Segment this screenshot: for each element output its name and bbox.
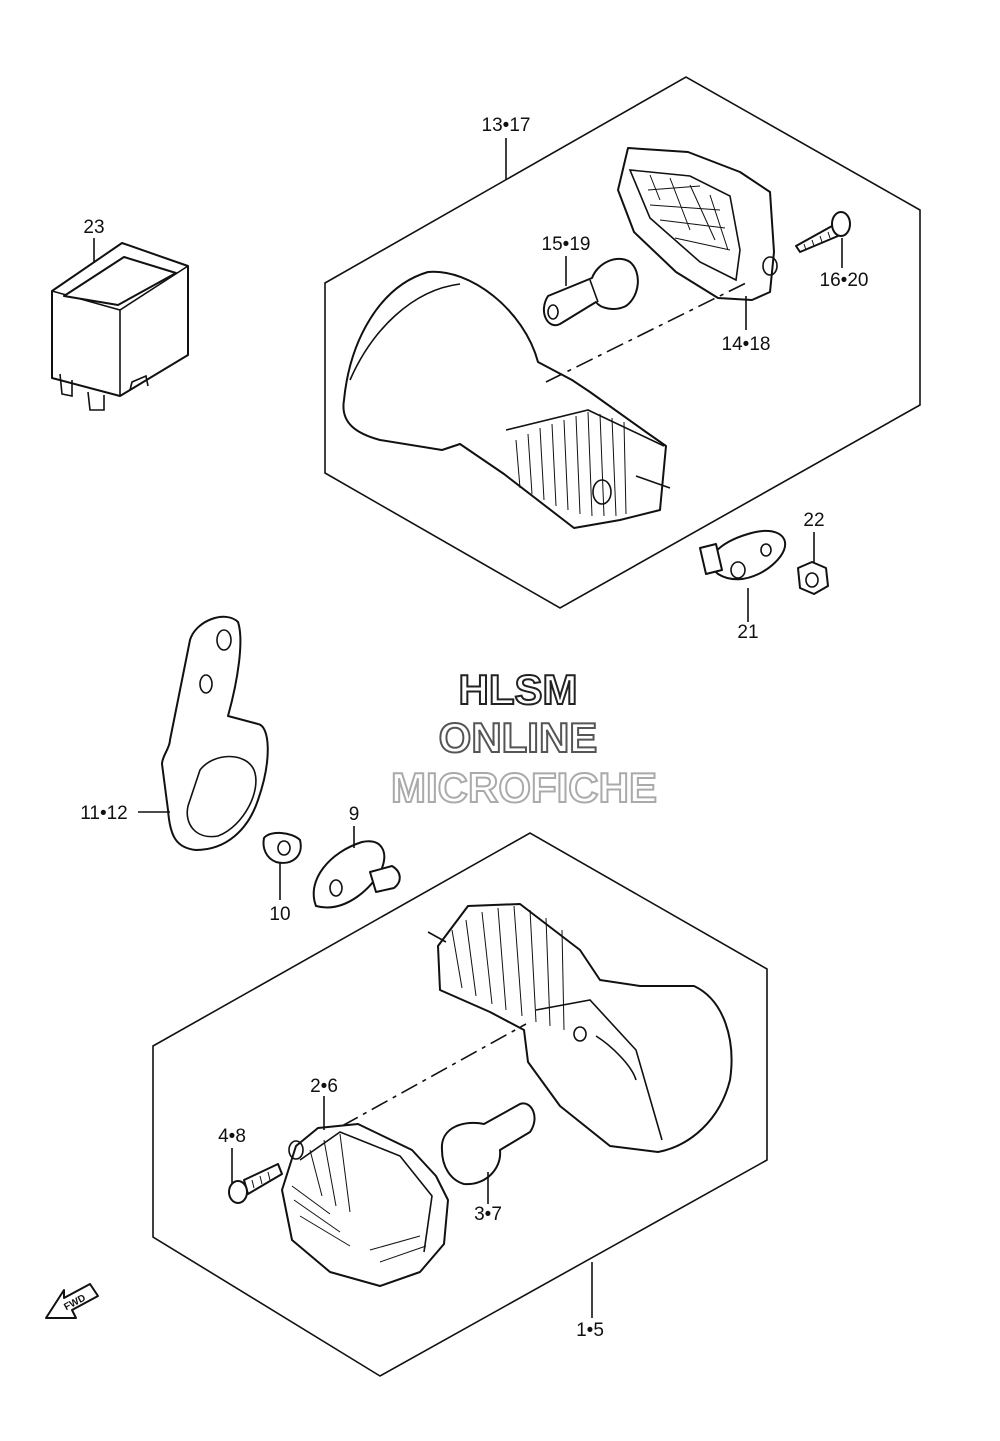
- collar-part-10[interactable]: [262, 832, 302, 864]
- housing-part-top[interactable]: [342, 270, 671, 529]
- watermark-line-2: ONLINE: [439, 714, 598, 761]
- forward-arrow-icon: FWD: [45, 1283, 99, 1319]
- label-22: 22: [803, 510, 824, 531]
- label-13-17: 13•17: [482, 115, 531, 136]
- alignment-line-top: [545, 281, 749, 383]
- assembly-frame-bottom: [152, 832, 768, 1377]
- label-2-6: 2•6: [310, 1076, 338, 1097]
- bulb-part-bottom[interactable]: [440, 1102, 536, 1186]
- housing-part-bottom[interactable]: [427, 903, 733, 1153]
- label-10: 10: [269, 904, 290, 925]
- plate-part-9[interactable]: [312, 840, 401, 909]
- relay-part[interactable]: [51, 242, 189, 411]
- lens-part-top[interactable]: [617, 147, 778, 301]
- screw-part-bottom[interactable]: [228, 1163, 283, 1204]
- screw-part-top[interactable]: [795, 211, 851, 253]
- plate-part-21[interactable]: [699, 529, 787, 581]
- label-15-19: 15•19: [542, 234, 591, 255]
- assembly-frame-top: [324, 76, 921, 609]
- alignment-line-bottom: [341, 1023, 527, 1127]
- nut-part-22[interactable]: [797, 561, 829, 595]
- label-1-5: 1•5: [576, 1320, 604, 1341]
- label-4-8: 4•8: [218, 1126, 246, 1147]
- leader-lines: [93, 138, 843, 1318]
- lens-part-bottom[interactable]: [281, 1123, 449, 1287]
- watermark-line-1: HLSM: [459, 666, 578, 713]
- bracket-part[interactable]: [161, 615, 269, 851]
- label-16-20: 16•20: [820, 270, 869, 291]
- label-3-7: 3•7: [474, 1204, 502, 1225]
- label-23: 23: [83, 217, 104, 238]
- label-21: 21: [737, 622, 758, 643]
- label-11-12: 11•12: [80, 803, 128, 824]
- bulb-part-top[interactable]: [542, 257, 639, 327]
- label-14-18: 14•18: [722, 334, 771, 355]
- watermark-line-3: MICROFICHE: [391, 764, 657, 811]
- label-9: 9: [349, 804, 360, 825]
